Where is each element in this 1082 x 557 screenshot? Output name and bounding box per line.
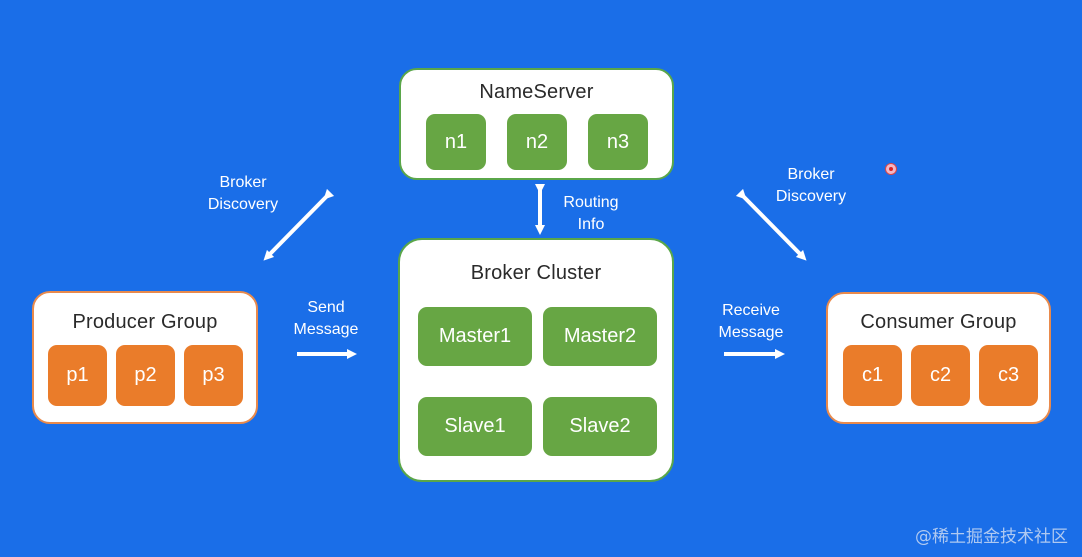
producer-node-p2: p2 <box>116 345 175 406</box>
producer-node-p3: p3 <box>184 345 243 406</box>
broker-node-master1: Master1 <box>418 307 532 366</box>
consumer-node-c2: c2 <box>911 345 970 406</box>
consumer-group-title: Consumer Group <box>860 311 1017 333</box>
broker-node-slave1: Slave1 <box>418 397 532 456</box>
broker-discovery-right-label: Broker Discovery <box>773 164 849 208</box>
routing-info-line2: Info <box>577 216 605 233</box>
nameserver-node-n1: n1 <box>426 114 486 170</box>
nameserver-node-n2: n2 <box>507 114 567 170</box>
broker-discovery-left-line1: Broker <box>219 174 267 191</box>
consumer-group-panel: Consumer Group c1 c2 c3 <box>826 292 1051 424</box>
broker-discovery-right-line1: Broker <box>787 166 835 183</box>
broker-cluster-panel: Broker Cluster Master1 Master2 Slave1 Sl… <box>398 238 674 482</box>
consumer-node-c1: c1 <box>843 345 902 406</box>
broker-discovery-left-label: Broker Discovery <box>205 172 281 216</box>
pointer-dot-icon <box>885 163 897 175</box>
broker-discovery-right-line2: Discovery <box>775 188 847 205</box>
routing-info-line1: Routing <box>563 194 619 211</box>
receive-message-line1: Receive <box>722 302 780 319</box>
routing-info-label: Routing Info <box>556 192 626 236</box>
broker-cluster-title: Broker Cluster <box>470 262 602 284</box>
nameserver-panel: NameServer n1 n2 n3 <box>399 68 674 180</box>
producer-group-title: Producer Group <box>72 311 218 333</box>
send-message-label: Send Message <box>288 297 364 341</box>
send-message-line1: Send <box>307 299 345 316</box>
consumer-node-c3: c3 <box>979 345 1038 406</box>
producer-node-p1: p1 <box>48 345 107 406</box>
receive-message-line2: Message <box>718 324 784 341</box>
broker-discovery-right-arrow <box>735 188 807 261</box>
send-message-line2: Message <box>293 321 359 338</box>
nameserver-node-n3: n3 <box>588 114 648 170</box>
broker-discovery-left-line2: Discovery <box>207 196 279 213</box>
watermark: @稀土掘金技术社区 <box>915 527 1068 547</box>
producer-group-panel: Producer Group p1 p2 p3 <box>32 291 258 424</box>
nameserver-title: NameServer <box>479 81 594 103</box>
receive-message-label: Receive Message <box>713 300 789 344</box>
broker-node-slave2: Slave2 <box>543 397 657 456</box>
broker-discovery-left-arrow <box>263 188 335 261</box>
broker-node-master2: Master2 <box>543 307 657 366</box>
